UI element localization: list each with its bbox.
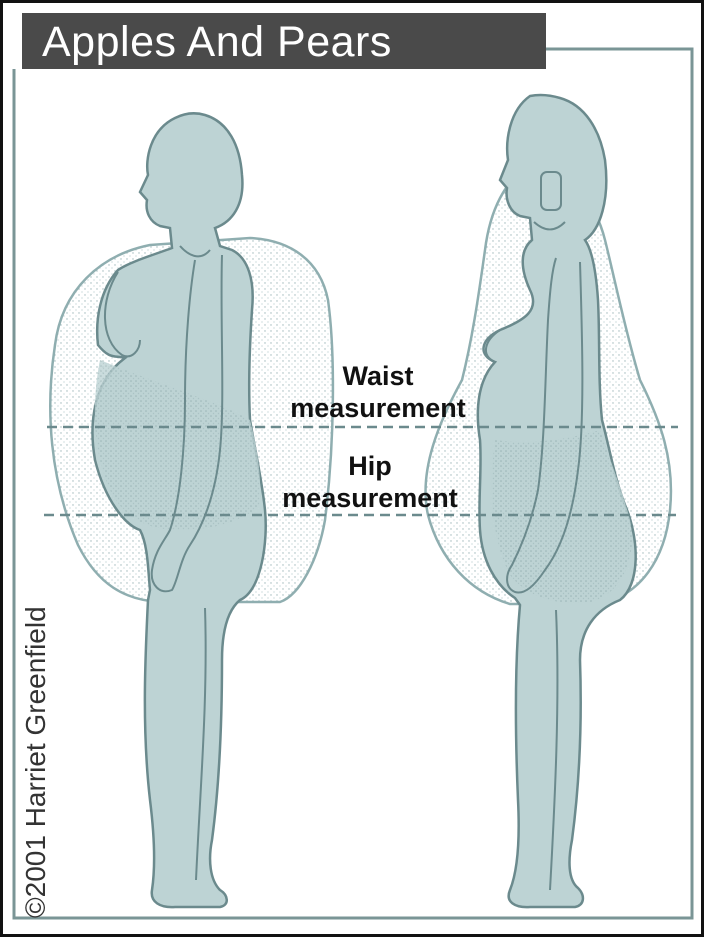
waist-label-line2: measurement xyxy=(278,392,478,424)
hip-label-line1: Hip xyxy=(270,450,470,482)
hip-label-line2: measurement xyxy=(270,482,470,514)
copyright-credit: ©2001 Harriet Greenfield xyxy=(20,606,52,918)
hip-measurement-label: Hip measurement xyxy=(270,450,470,514)
page-title: Apples And Pears xyxy=(42,14,392,70)
waist-measurement-label: Waist measurement xyxy=(278,360,478,424)
waist-label-line1: Waist xyxy=(278,360,478,392)
